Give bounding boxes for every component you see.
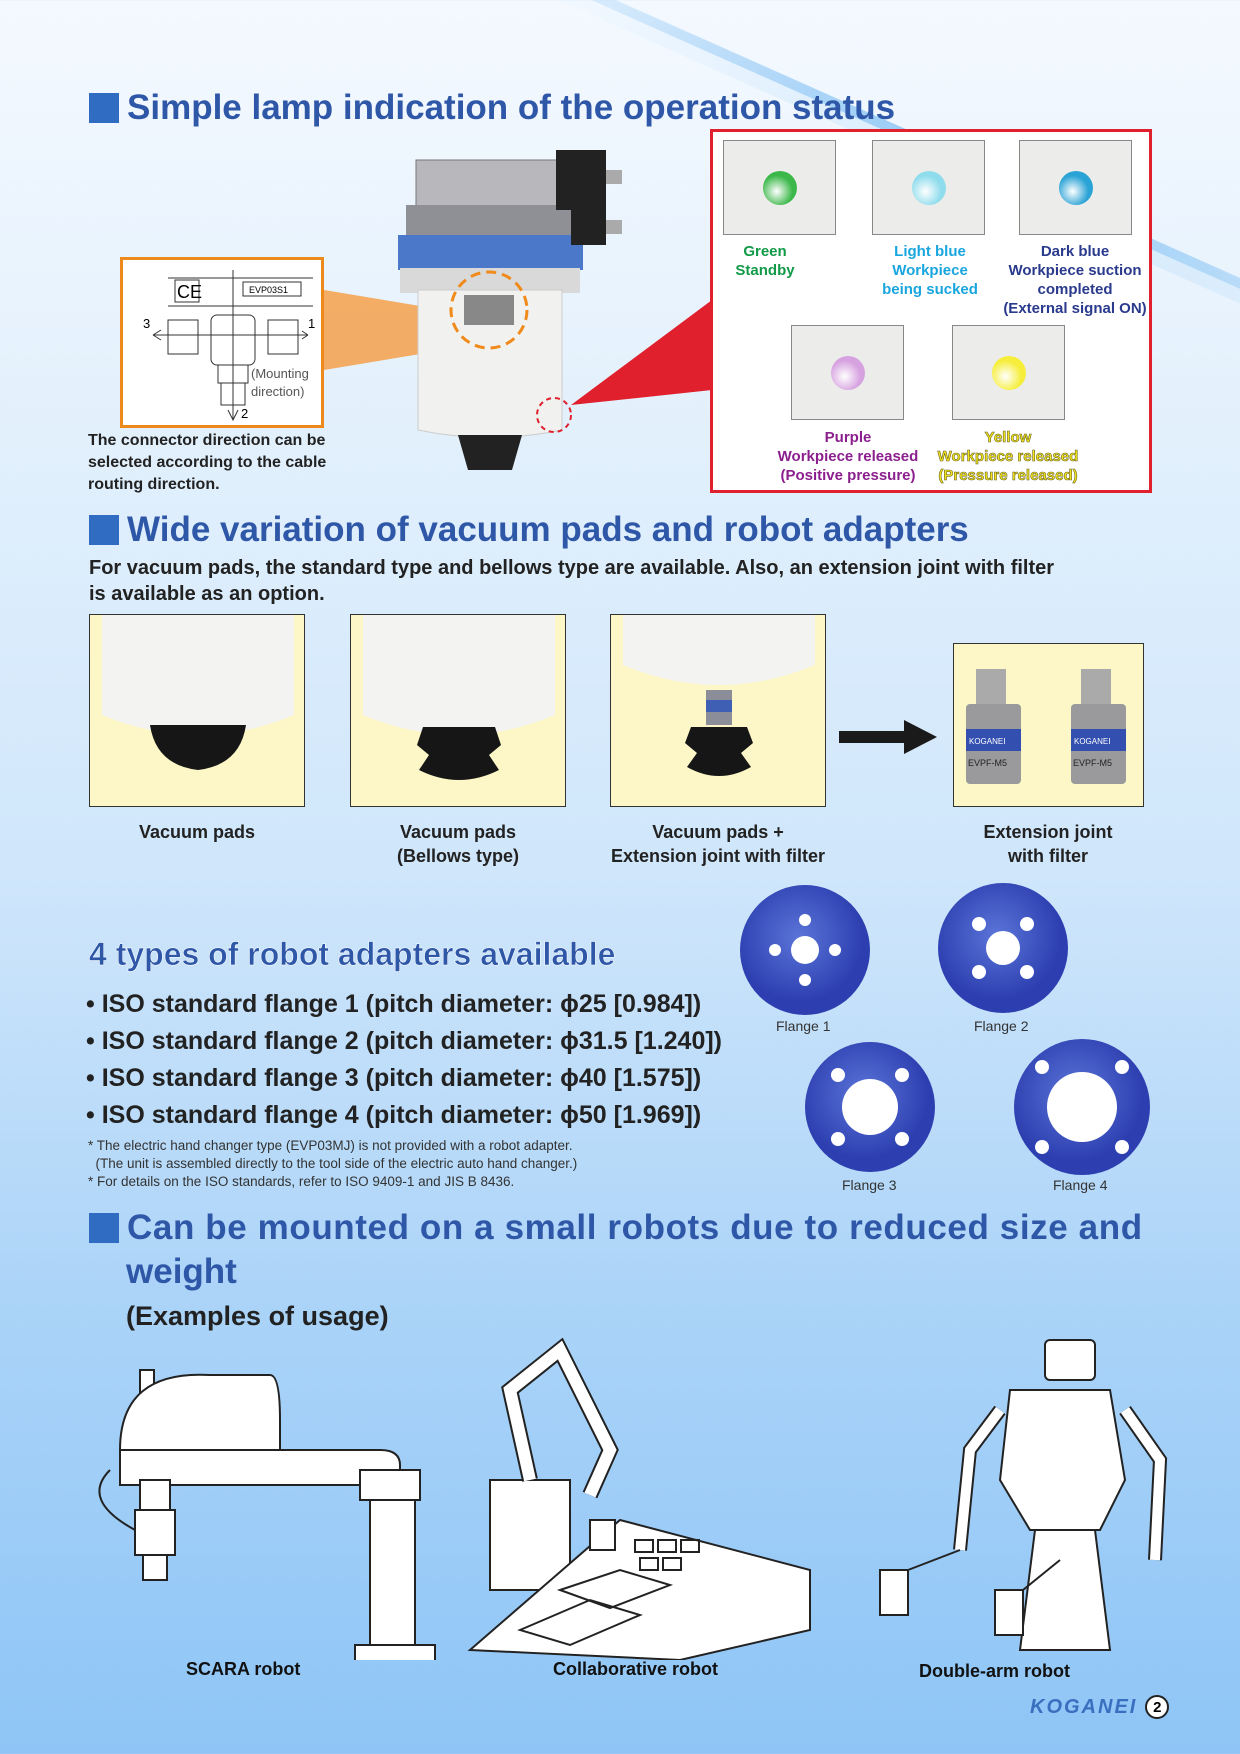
section-heading-pads: Wide variation of vacuum pads and robot … (89, 510, 969, 550)
flange-2 (938, 883, 1068, 1013)
double-arm-robot-drawing (879, 1339, 1168, 1651)
caption-line: The connector direction can be (88, 432, 326, 449)
pad-caption: Vacuum pads +Extension joint with filter (610, 822, 825, 866)
connector-diagram: CE EVP03S1 3 1 2 (Mounting direction) (120, 257, 324, 428)
lamp-label-line: Workpiece suction (1008, 262, 1142, 279)
heading-text: Wide variation of vacuum pads and robot … (127, 510, 969, 549)
svg-text:EVPF-M5: EVPF-M5 (1073, 758, 1112, 768)
connector-caption: The connector direction can be selected … (88, 430, 326, 496)
svg-text:direction): direction) (251, 384, 304, 399)
lamp-label-line: (External signal ON) (1003, 300, 1147, 317)
lamp-label-line: Dark blue (1040, 243, 1110, 260)
svg-text:EVPF-M5: EVPF-M5 (968, 758, 1007, 768)
lamp-label-line: (Pressure released) (938, 467, 1078, 485)
pad-image-extension (610, 614, 826, 807)
extension-joint-image: KOGANEI EVPF-M5 KOGANEI EVPF-M5 (953, 643, 1144, 807)
svg-text:2: 2 (241, 406, 248, 421)
arrow-right-icon (839, 720, 937, 754)
flange-label: Flange 1 (776, 1018, 831, 1034)
caption-line: routing direction. (88, 476, 220, 493)
flange-label: Flange 2 (974, 1018, 1029, 1034)
page-number: 2 (1145, 1695, 1170, 1719)
lamp-label-line: Workpiece released (937, 448, 1079, 466)
heading-text: Can be mounted on a small robots due to … (127, 1208, 1143, 1247)
pad-caption: Vacuum pads(Bellows type) (396, 822, 520, 866)
lamp-photo (952, 325, 1065, 420)
flange-bullet: • ISO standard flange 1 (pitch diameter:… (86, 990, 702, 1018)
examples-subheading: (Examples of usage) (126, 1301, 389, 1331)
caption-line: selected according to the cable (88, 454, 327, 471)
svg-text:KOGANEI: KOGANEI (969, 737, 1005, 746)
lamp-light-icon (911, 170, 946, 205)
flange-1 (740, 885, 870, 1015)
lamp-label-line: being sucked (882, 281, 978, 298)
lamp-light-icon (830, 355, 865, 390)
lamp-label-line: Yellow (984, 429, 1032, 447)
flange-bullet: • ISO standard flange 2 (pitch diameter:… (86, 1027, 722, 1055)
lamp-photo (723, 140, 836, 235)
flange-4 (1014, 1039, 1150, 1175)
robot-caption: Double-arm robot (919, 1661, 1070, 1681)
svg-text:3: 3 (143, 316, 150, 331)
lamp-label-line: Light blue (894, 243, 966, 260)
heading-square-icon (89, 515, 119, 545)
lamp-label-line: Green (743, 243, 787, 260)
lamp-label-line: Standby (735, 262, 795, 279)
lamp-light-icon (1058, 170, 1093, 205)
pad-image-standard (89, 614, 305, 807)
lamp-label-line: (Positive pressure) (780, 467, 916, 484)
vacuum-unit-product-image (398, 150, 712, 470)
svg-text:1: 1 (308, 316, 315, 331)
lamp-photo (872, 140, 985, 235)
svg-text:EVP03S1: EVP03S1 (249, 285, 288, 295)
lamp-label-line: completed (1037, 281, 1113, 298)
lamp-light-icon (762, 170, 797, 205)
robot-caption: Collaborative robot (553, 1659, 719, 1679)
footer: KOGANEI 2 (1030, 1695, 1170, 1719)
footnote: * The electric hand changer type (EVP03M… (88, 1138, 573, 1153)
flange-bullet: • ISO standard flange 4 (pitch diameter:… (86, 1101, 702, 1129)
section-heading-lamp: Simple lamp indication of the operation … (89, 88, 895, 128)
pads-intro: For vacuum pads, the standard type and b… (89, 555, 1054, 607)
collaborative-robot-drawing (467, 1337, 811, 1660)
flange-bullet: • ISO standard flange 3 (pitch diameter:… (86, 1064, 702, 1092)
scara-robot-drawing (98, 1369, 436, 1660)
koganei-logo: KOGANEI (1030, 1695, 1138, 1718)
lamp-label-line: Workpiece released (777, 448, 919, 465)
lamp-light-icon (991, 355, 1026, 390)
adapters-heading: 4 types of robot adapters available (89, 936, 616, 973)
flange-images (740, 883, 1150, 1175)
flange-label: Flange 3 (842, 1177, 897, 1193)
heading-square-icon (89, 1213, 119, 1243)
robot-caption: SCARA robot (186, 1659, 301, 1679)
pad-caption: Vacuum pads (138, 822, 256, 842)
lamp-label-line: Purple (824, 429, 872, 446)
flange-label: Flange 4 (1053, 1177, 1108, 1193)
svg-text:(Mounting: (Mounting (251, 366, 309, 381)
lamp-label-line: Workpiece (892, 262, 968, 279)
intro-line: is available as an option. (89, 583, 325, 605)
heading-text-continued: weight (126, 1252, 237, 1291)
footnote: * For details on the ISO standards, refe… (88, 1174, 515, 1189)
svg-text:CE: CE (177, 282, 202, 302)
heading-text: Simple lamp indication of the operation … (127, 88, 896, 127)
pad-image-bellows (350, 614, 566, 807)
intro-line: For vacuum pads, the standard type and b… (89, 557, 1055, 579)
svg-text:KOGANEI: KOGANEI (1074, 737, 1110, 746)
lamp-photo (791, 325, 904, 420)
footnote: (The unit is assembled directly to the t… (88, 1156, 578, 1171)
connector-drawing: CE EVP03S1 3 1 2 (Mounting direction) (143, 270, 315, 422)
flange-3 (805, 1042, 935, 1172)
section-heading-mounting: Can be mounted on a small robots due to … (89, 1208, 1143, 1248)
heading-square-icon (89, 93, 119, 123)
robot-illustrations (98, 1337, 1168, 1660)
lamp-photo (1019, 140, 1132, 235)
